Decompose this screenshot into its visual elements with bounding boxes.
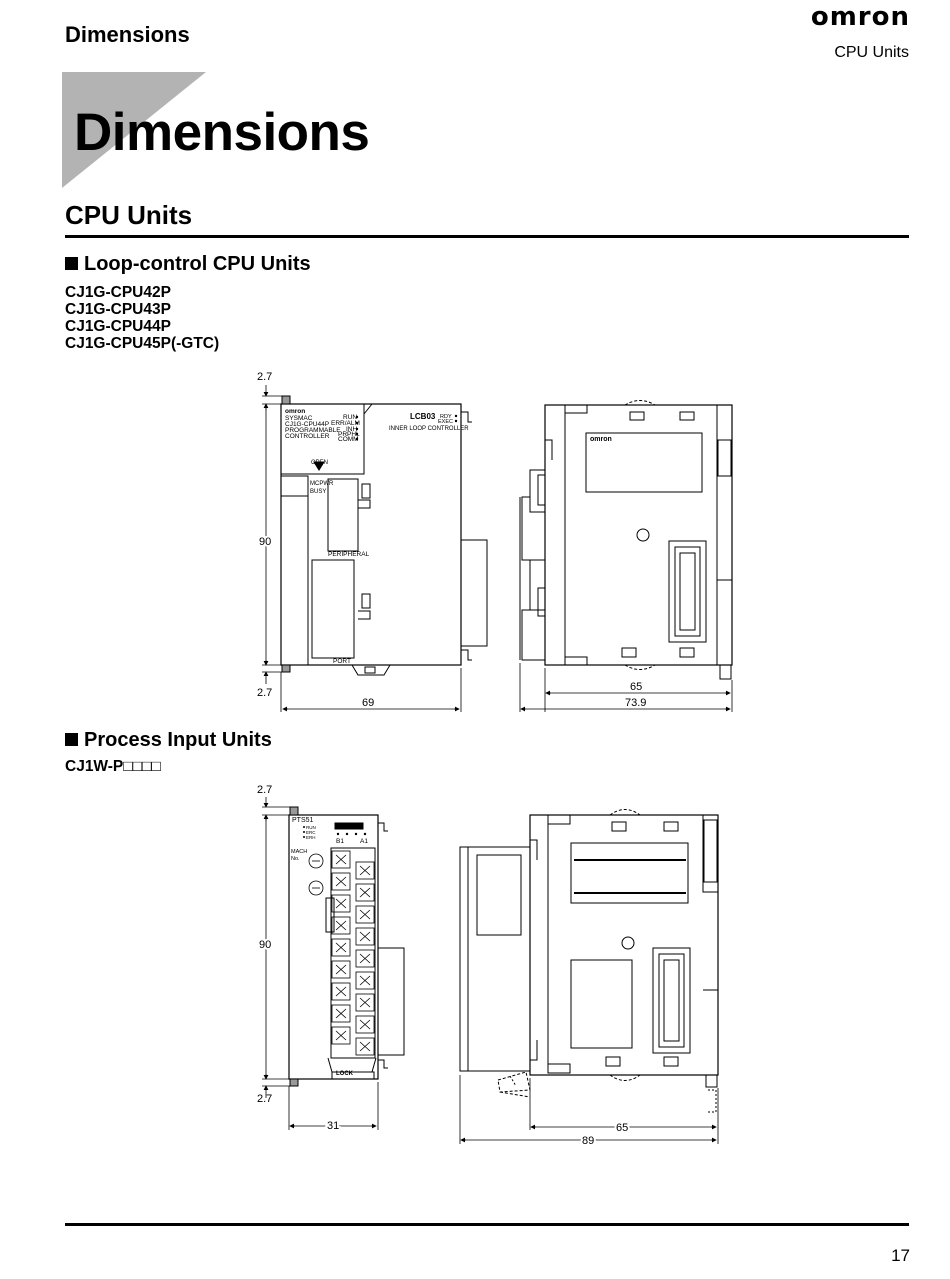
pi-front-dimensions [262,797,379,1130]
label-no: No. [291,856,300,862]
side-logo: omron [590,436,612,443]
label-pts: PTS51 [292,817,314,824]
label-sysmac: SYSMAC [285,415,313,422]
model-item: CJ1G-CPU43P [65,301,171,318]
dim-side-total: 73.9 [625,697,646,709]
section-rule [65,235,909,238]
pi-front-labels: PTS51 RUN ERC ERH B1 A1 MACH No. LOCK [291,817,368,1077]
label-run: RUN [343,414,357,421]
label-open: OPEN [311,460,328,466]
label-erh: ERH [306,835,316,840]
label-a1: A1 [360,838,368,845]
dim-height: 90 [259,536,271,548]
process-input-heading: Process Input Units [65,729,272,752]
label-prphl: PRPHL [338,431,360,438]
label-logo: omron [285,408,305,415]
label-erralm: ERR/ALM [331,420,360,427]
pi-front-terminals [308,850,375,1056]
label-port: PORT [333,658,351,665]
pi-side-dimensions [459,1075,719,1144]
running-header: Dimensions [65,22,190,47]
cpu-side-dimensions [519,663,733,712]
label-mcpwr: MCPWR [310,481,334,487]
header-category: CPU Units [834,44,909,61]
dim-bottom: 2.7 [257,1093,272,1105]
dim-height: 90 [259,939,271,951]
dim-side-depth: 65 [616,1122,628,1134]
omron-logo: omron [810,2,910,32]
dim-bottom: 2.7 [257,687,272,699]
pi-front-dimension-text: 2.7 90 2.7 31 [257,784,341,1134]
cpu-front-led-dots [355,414,458,441]
cpu-side-labels: omron [590,436,612,443]
square-bullet-icon [65,257,78,270]
terminal-column-right [355,861,375,1056]
label-lcb: LCB03 [410,412,436,421]
label-busy: BUSY [310,489,326,495]
cpu-front-view [280,395,488,676]
cpu-side-view [519,400,733,680]
footer-rule [65,1223,909,1226]
dim-top: 2.7 [257,371,272,383]
label-controller: CONTROLLER [285,433,330,440]
label-b1: B1 [336,838,344,845]
square-bullet-icon [65,733,78,746]
cpu-front-dimensions [262,385,462,712]
pi-side-view [459,809,719,1113]
label-inh: INH [346,426,358,433]
label-comm: COMM [338,436,359,443]
section-title: CPU Units [65,200,193,230]
loop-control-heading: Loop-control CPU Units [65,253,311,276]
page-number: 17 [891,1246,910,1265]
cpu-side-dimension-text: 65 73.9 [625,681,646,709]
dim-width: 31 [327,1120,339,1132]
loop-control-model-list: CJ1G-CPU42P CJ1G-CPU43P CJ1G-CPU44P CJ1G… [65,284,219,352]
model-item: CJ1G-CPU45P(-GTC) [65,335,220,352]
label-model: CJ1G-CPU44P [285,421,329,428]
title-triangle-decoration [62,72,206,188]
pi-front-view [288,806,405,1087]
dim-side-depth: 65 [630,681,642,693]
label-lock: LOCK [336,1071,354,1077]
process-input-model: CJ1W-P□□□□ [65,758,161,775]
model-item: CJ1G-CPU44P [65,318,171,335]
dim-width: 69 [362,697,374,709]
terminal-column-left [331,850,351,1045]
cpu-front-labels: omron SYSMAC CJ1G-CPU44P PROGRAMMABLE CO… [285,408,469,665]
label-inner-loop: INNER LOOP CONTROLLER [389,426,469,432]
label-run: RUN [306,825,316,830]
label-erc: ERC [306,830,316,835]
dim-side-total: 89 [582,1135,594,1147]
dim-top: 2.7 [257,784,272,796]
page-title: Dimensions [74,103,370,162]
pi-front-led-dots [303,826,367,838]
label-mach: MACH [291,849,307,855]
model-item: CJ1G-CPU42P [65,284,171,301]
label-peripheral: PERIPHERAL [328,551,370,558]
pi-side-dimension-text: 65 89 [580,1120,630,1149]
label-exec: EXEC [438,419,453,425]
cpu-front-dimension-text: 2.7 90 2.7 69 [257,371,374,709]
label-rdy: RDY [440,414,452,420]
label-programmable: PROGRAMMABLE [285,427,341,434]
